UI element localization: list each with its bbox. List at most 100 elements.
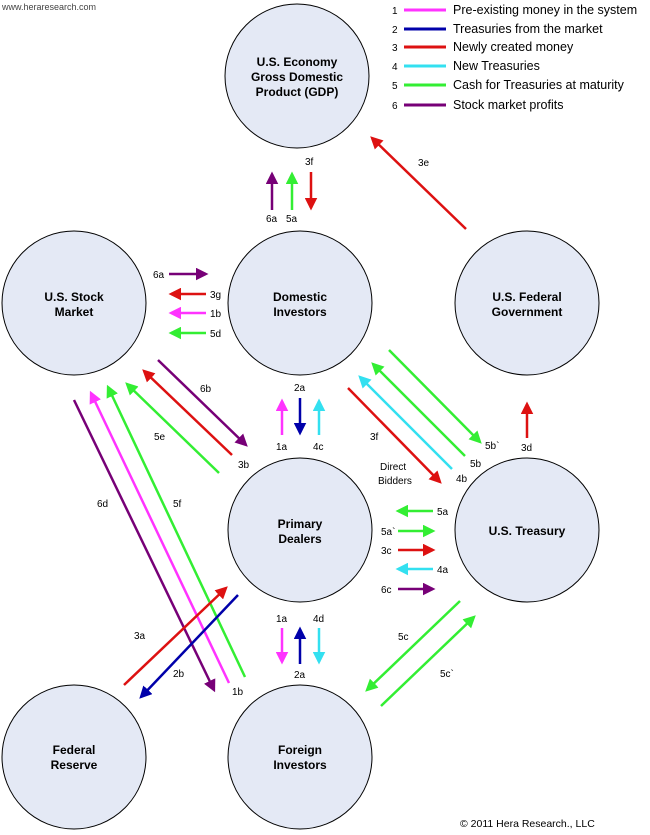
label-2a-bottom: 2a (294, 670, 306, 681)
label-2b: 2b (173, 669, 185, 680)
node-federal-reserve-circle (1, 684, 147, 830)
legend-num: 4 (392, 62, 398, 73)
legend-label: Newly created money (453, 40, 574, 54)
node-domestic-investors-circle (227, 230, 373, 376)
label-5f: 5f (173, 499, 182, 510)
legend-item-1: 1 Pre-existing money in the system (392, 3, 637, 17)
label-5a-prime: 5a` (381, 526, 395, 538)
arrow-3a-reserve-to-dealers (123, 586, 228, 686)
label-5e: 5e (154, 432, 166, 443)
label-5b-prime: 5b` (485, 440, 499, 452)
label-1a-mid: 1a (276, 442, 288, 453)
arrow-5c-prime-foreign-to-treasury (380, 615, 476, 707)
label-3g: 3g (210, 290, 221, 301)
label-1b: 1b (210, 309, 222, 320)
label-2a-mid: 2a (294, 383, 306, 394)
label-3f-top: 3f (305, 157, 314, 168)
arrow-3b-dealers-to-stock (142, 369, 233, 456)
node-gdp-circle (224, 3, 370, 149)
arrow-5f-foreign-to-stock (106, 384, 247, 678)
node-us-treasury-line-1: U.S. Treasury (489, 524, 566, 538)
label-1a-bottom: 1a (276, 614, 288, 625)
node-federal-reserve: Federal Reserve (1, 684, 147, 830)
arrow-5b-prime-domestic-to-treasury (388, 349, 482, 444)
node-stock-market: U.S. Stock Market (1, 230, 147, 376)
label-3c: 3c (381, 546, 392, 557)
label-5a-top: 5a (286, 214, 298, 225)
arrow-3f-domestic-to-treasury (347, 387, 442, 484)
label-3a: 3a (134, 631, 146, 642)
node-stock-market-circle (1, 230, 147, 376)
label-5b: 5b (470, 459, 482, 470)
node-gdp-line-3: Product (GDP) (256, 85, 339, 99)
node-foreign-investors-line-2: Investors (273, 758, 327, 772)
node-gdp-line-1: U.S. Economy (257, 55, 338, 69)
node-gdp: U.S. Economy Gross Domestic Product (GDP… (224, 3, 370, 149)
node-primary-dealers: Primary Dealers (227, 457, 373, 603)
label-3d: 3d (521, 443, 532, 454)
node-federal-government-circle (454, 230, 600, 376)
arrow-6b-stock-to-dealers (157, 359, 248, 447)
label-6b: 6b (200, 384, 212, 395)
node-us-treasury-circle (454, 457, 600, 603)
label-6c: 6c (381, 585, 392, 596)
legend-num: 6 (392, 101, 398, 112)
label-5d: 5d (210, 329, 221, 340)
node-domestic-investors-line-2: Investors (273, 305, 327, 319)
node-federal-reserve-line-2: Reserve (51, 758, 98, 772)
legend-num: 2 (392, 25, 398, 36)
label-4a: 4a (437, 565, 449, 576)
arrow-2b-dealers-to-reserve (139, 594, 239, 699)
legend-label: New Treasuries (453, 59, 540, 73)
arrow-4b-treasury-to-domestic (358, 375, 453, 470)
node-stock-market-line-1: U.S. Stock (44, 290, 104, 304)
legend-item-2: 2 Treasuries from the market (392, 22, 603, 36)
direct-bidders-line-1: Direct (380, 462, 406, 473)
label-5c-prime: 5c` (440, 668, 454, 680)
node-foreign-investors-line-1: Foreign (278, 743, 322, 757)
label-4b: 4b (456, 474, 468, 485)
legend-num: 3 (392, 43, 398, 54)
arrow-5b-treasury-to-domestic (371, 362, 466, 457)
node-federal-government-line-2: Government (492, 305, 563, 319)
arrow-1b-foreign-to-stock (89, 390, 231, 684)
node-primary-dealers-circle (227, 457, 373, 603)
legend-label: Pre-existing money in the system (453, 3, 637, 17)
source-url: www.heraresearch.com (1, 2, 96, 12)
node-primary-dealers-line-1: Primary (278, 517, 323, 531)
arrow-3e-government-to-gdp (370, 136, 467, 230)
label-4c: 4c (313, 442, 324, 453)
node-foreign-investors: Foreign Investors (227, 684, 373, 830)
legend-label: Cash for Treasuries at maturity (453, 78, 625, 92)
label-5c: 5c (398, 632, 409, 643)
label-1b-bottom: 1b (232, 687, 244, 698)
label-5a: 5a (437, 507, 449, 518)
arrow-5c-treasury-to-foreign (365, 600, 461, 692)
node-federal-government-line-1: U.S. Federal (492, 290, 561, 304)
arrow-5e-dealers-to-stock (125, 382, 220, 474)
legend-item-3: 3 Newly created money (392, 40, 574, 54)
node-domestic-investors: Domestic Investors (227, 230, 373, 376)
legend-item-4: 4 New Treasuries (392, 59, 540, 73)
legend-label: Treasuries from the market (453, 22, 603, 36)
legend-item-5: 5 Cash for Treasuries at maturity (392, 78, 625, 92)
label-3f-mid: 3f (370, 432, 379, 443)
legend-item-6: 6 Stock market profits (392, 98, 563, 112)
node-us-treasury: U.S. Treasury (454, 457, 600, 603)
node-primary-dealers-line-2: Dealers (278, 532, 322, 546)
label-6a: 6a (153, 270, 165, 281)
node-gdp-line-2: Gross Domestic (251, 70, 343, 84)
label-6d: 6d (97, 499, 108, 510)
label-6a-top: 6a (266, 214, 278, 225)
legend-num: 5 (392, 81, 398, 92)
direct-bidders-line-2: Bidders (378, 476, 412, 487)
node-stock-market-line-2: Market (55, 305, 94, 319)
node-domestic-investors-line-1: Domestic (273, 290, 327, 304)
arrow-6d-stock-to-foreign (72, 399, 216, 693)
label-3b: 3b (238, 460, 250, 471)
label-3e: 3e (418, 158, 430, 169)
legend-label: Stock market profits (453, 98, 563, 112)
legend-num: 1 (392, 6, 398, 17)
legend: 1 Pre-existing money in the system 2 Tre… (392, 3, 637, 112)
